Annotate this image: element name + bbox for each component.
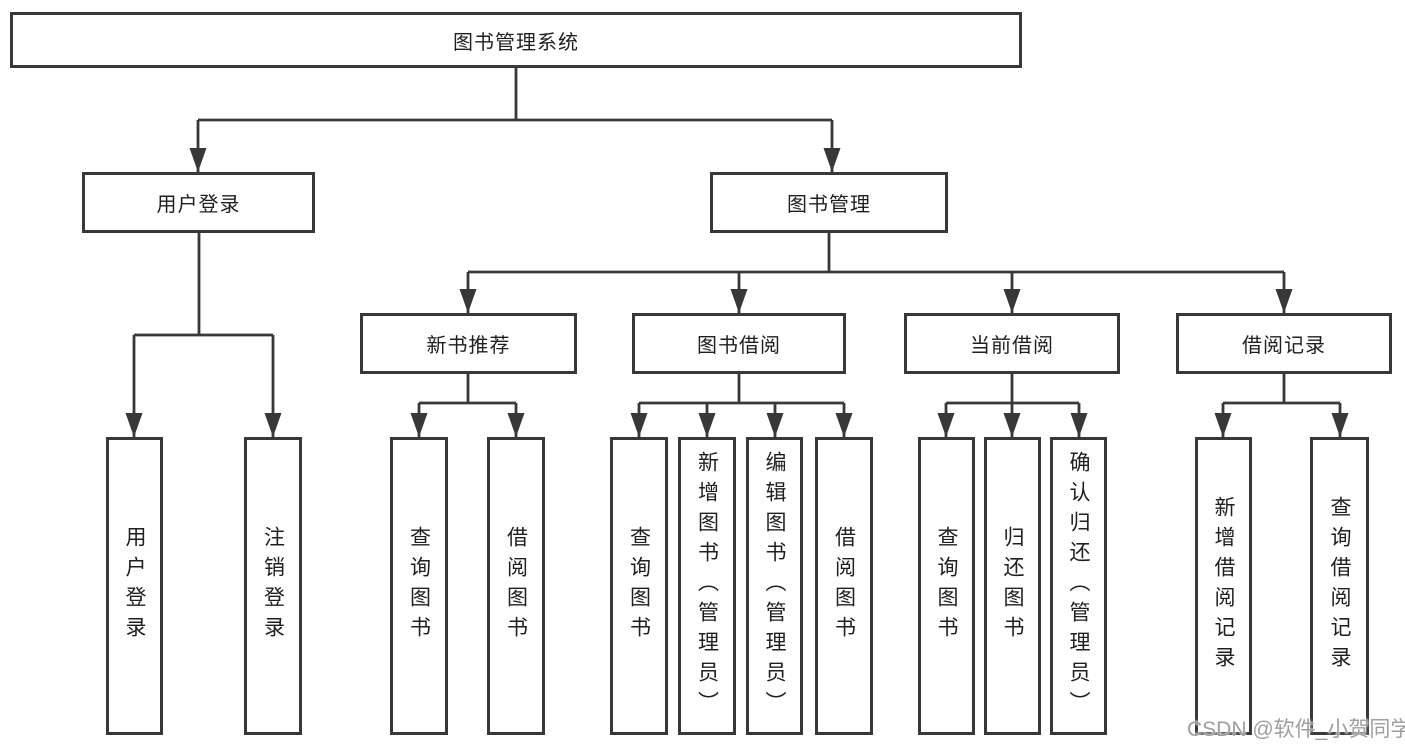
arrowhead-down-icon	[1003, 413, 1021, 437]
node-add-borrow-record: 新增借阅记录	[1195, 437, 1252, 735]
node-borrow-books-borrow: 借阅图书	[815, 437, 873, 735]
arrowhead-down-icon	[937, 413, 955, 437]
arrowhead-down-icon	[1275, 289, 1293, 313]
arrowhead-down-icon	[730, 289, 748, 313]
node-query-books-borrow: 查询图书	[610, 437, 668, 735]
arrowhead-down-icon	[189, 148, 207, 172]
node-borrowing-records: 借阅记录	[1176, 313, 1392, 374]
node-query-borrow-record: 查询借阅记录	[1310, 437, 1369, 735]
node-new-book-recommend: 新书推荐	[360, 313, 577, 374]
node-book-borrowing: 图书借阅	[632, 313, 846, 374]
node-query-books-current: 查询图书	[918, 437, 975, 735]
node-add-books-admin: 新增图书（管理员）	[678, 437, 736, 735]
node-logout-leaf: 注销登录	[244, 437, 302, 735]
node-user-login-leaf: 用户登录	[106, 437, 163, 735]
node-query-books-rec: 查询图书	[390, 437, 448, 735]
arrowhead-down-icon	[823, 148, 841, 172]
node-user-login: 用户登录	[82, 172, 315, 233]
arrowhead-down-icon	[410, 413, 428, 437]
node-root: 图书管理系统	[10, 12, 1022, 68]
node-confirm-return-admin: 确认归还（管理员）	[1050, 437, 1107, 735]
arrowhead-down-icon	[1331, 413, 1349, 437]
arrowhead-down-icon	[507, 413, 525, 437]
arrowhead-down-icon	[835, 413, 853, 437]
watermark-text: CSDN @软件_小贺同学	[1187, 718, 1405, 741]
node-return-books: 归还图书	[984, 437, 1041, 735]
arrowhead-down-icon	[459, 289, 477, 313]
arrowhead-down-icon	[698, 413, 716, 437]
arrowhead-down-icon	[1214, 413, 1232, 437]
node-borrow-books-rec: 借阅图书	[487, 437, 545, 735]
arrowhead-down-icon	[766, 413, 784, 437]
arrowhead-down-icon	[264, 413, 282, 437]
arrowhead-down-icon	[630, 413, 648, 437]
node-edit-books-admin: 编辑图书（管理员）	[746, 437, 803, 735]
arrowhead-down-icon	[1003, 289, 1021, 313]
arrowhead-down-icon	[125, 413, 143, 437]
node-book-management: 图书管理	[710, 172, 948, 233]
arrowhead-down-icon	[1070, 413, 1088, 437]
node-current-borrowing: 当前借阅	[904, 313, 1120, 374]
